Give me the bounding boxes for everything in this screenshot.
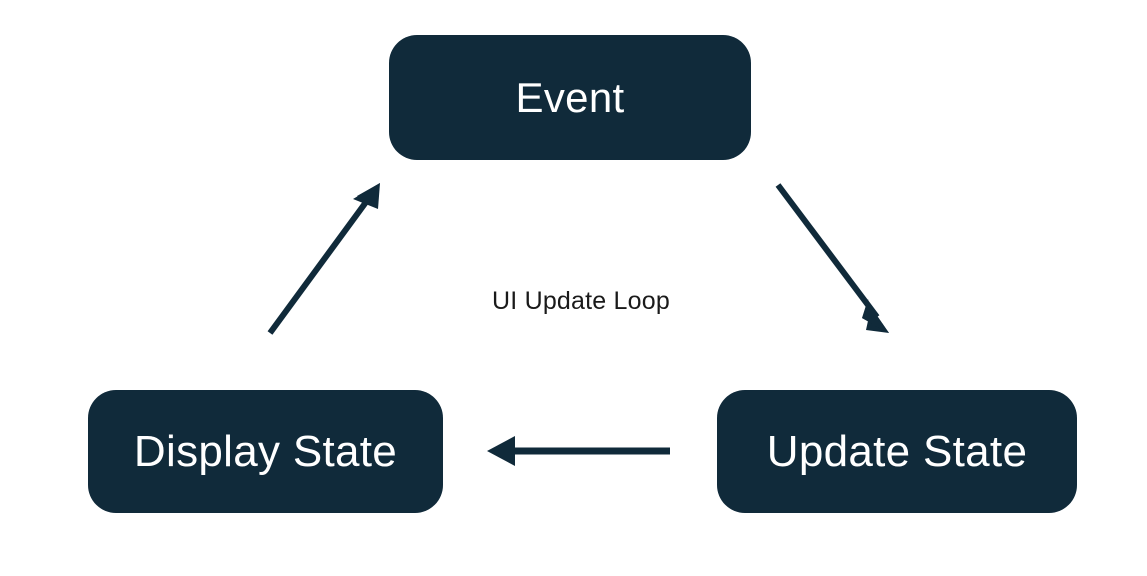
node-display-state[interactable]: Display State xyxy=(88,390,443,513)
arrow-display-state-to-event xyxy=(267,183,380,335)
node-event-label: Event xyxy=(515,73,625,121)
arrow-update-state-to-display-state xyxy=(487,436,670,466)
node-display-state-label: Display State xyxy=(133,426,398,476)
arrow-event-to-update-state xyxy=(775,183,889,333)
loop-caption: UI Update Loop xyxy=(492,287,670,315)
node-event[interactable]: Event xyxy=(389,35,751,160)
node-update-state-label: Update State xyxy=(766,426,1028,476)
node-update-state[interactable]: Update State xyxy=(717,390,1077,513)
